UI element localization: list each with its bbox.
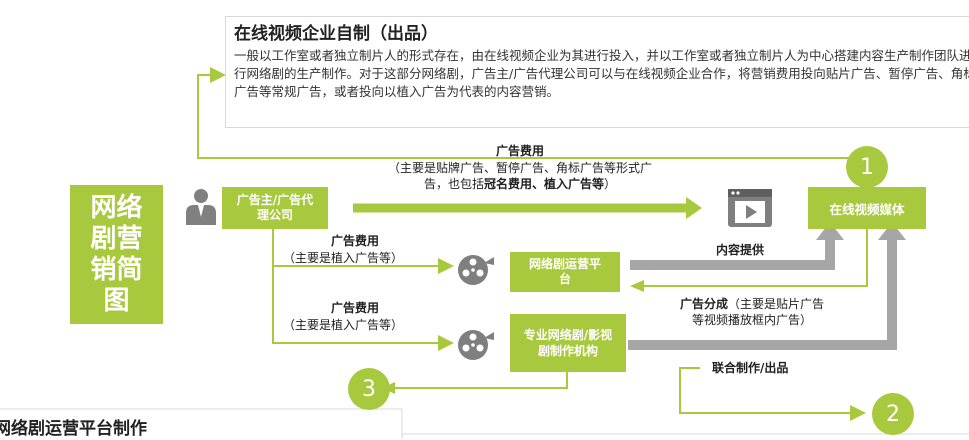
film-reel-icon [456, 251, 496, 287]
fee-top-desc: （主要是贴牌广告、暂停广告、角标广告等形式广 告，也包括冠名费用、植入广告等） [355, 160, 685, 192]
fee-top-desc-suffix: ） [604, 177, 617, 191]
arrow-joint-to-circle-2 [679, 367, 866, 421]
fee-low-desc: （主要是植入广告等） [283, 318, 404, 332]
top-description-box: 在线视频企业自制（出品） 一般以工作室或者独立制片人的形式存在，由在线视频企业为… [225, 16, 969, 128]
fee-top-desc-line1: （主要是贴牌广告、暂停广告、角标广告等形式广 [387, 161, 652, 175]
diagram-title: 网络剧营销简图 [90, 192, 143, 316]
ops-platform-box: 网络剧运营平台 [510, 252, 620, 292]
online-media-label: 在线视频媒体 [829, 201, 905, 217]
fee-mid-label: 广告费用 [330, 234, 379, 248]
advertiser-box: 广告主/广告代理公司 [222, 187, 328, 229]
ad-share-label: 广告分成（主要是贴片广告 等视频播放框内广告） [652, 296, 852, 328]
circle-3: 3 [348, 368, 390, 410]
arrow-production-to-media [628, 238, 897, 350]
circle-1-number: 1 [860, 154, 874, 180]
ad-share-line1: （主要是贴片广告 [728, 297, 825, 311]
production-box: 专业网络剧/影视剧制作机构 [510, 314, 626, 372]
fee-low-label: 广告费用 [330, 301, 379, 315]
fee-mid-desc: （主要是植入广告等） [283, 251, 404, 265]
arrow-content-supply [630, 238, 835, 270]
person-icon [184, 187, 218, 225]
top-box-title: 在线视频企业自制（出品） [234, 24, 438, 44]
joint-production-label: 联合制作/出品 [712, 361, 789, 375]
ad-share-line2: 等视频播放框内广告） [691, 313, 812, 327]
fee-top-label: 广告费用 [495, 144, 544, 158]
film-reel-icon-2 [456, 326, 496, 362]
fee-top-desc-prefix: 告，也包括 [423, 177, 484, 191]
online-media-box: 在线视频媒体 [808, 187, 926, 229]
ops-platform-label: 网络剧运营平台 [528, 257, 601, 286]
ad-share-bold: 广告分成 [679, 297, 728, 311]
circle-1: 1 [846, 146, 888, 188]
circle-3-number: 3 [362, 376, 376, 402]
diagram-title-box: 网络剧营销简图 [70, 185, 163, 324]
content-supply-label: 内容提供 [715, 243, 764, 257]
arrow-ad-share [642, 228, 868, 287]
fee-top-desc-line2: 告，也包括冠名费用、植入广告等） [355, 176, 685, 192]
circle-2: 2 [872, 393, 914, 435]
top-box-body: 一般以工作室或者独立制片人的形式存在，由在线视频企业为其进行投入，并以工作室或者… [234, 48, 969, 99]
video-player-icon [726, 187, 774, 229]
production-label: 专业网络剧/影视剧制作机构 [523, 328, 613, 358]
advertiser-label: 广告主/广告代理公司 [236, 193, 314, 222]
bottom-section-heading: 网络剧运营平台制作 [0, 419, 147, 439]
branch-to-production [272, 266, 454, 351]
arrow-to-circle-3 [392, 372, 568, 389]
fee-top-desc-bold: 冠名费用、植入广告等 [483, 177, 604, 191]
circle-2-number: 2 [886, 401, 900, 427]
